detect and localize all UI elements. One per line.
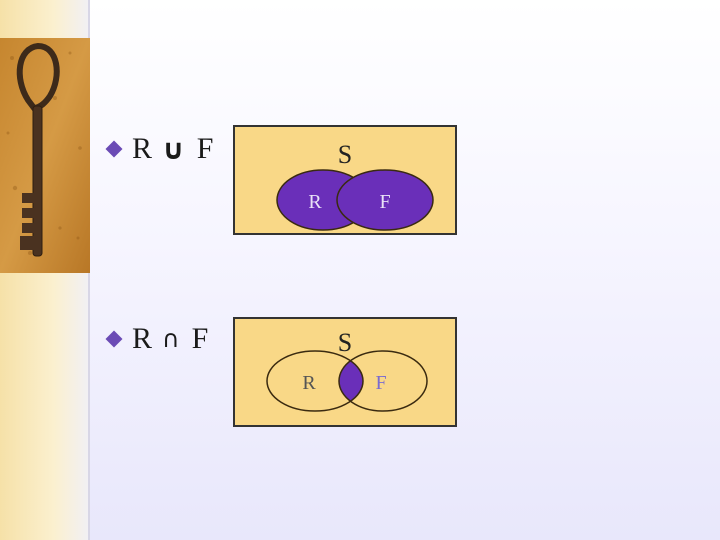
intersection-venn-svg: S R F [266,328,428,412]
slide-background [90,0,720,540]
union-set-f [336,169,434,231]
intersection-set-r-label: R [302,372,316,394]
diamond-icon [105,140,123,158]
intersection-venn-universe: S R F [233,317,457,427]
intersection-set-f-label: F [375,372,386,394]
intersection-set-f [338,350,428,412]
intersection-left-set: R [132,322,153,355]
union-set-r-label: R [308,191,322,213]
intersection-universe-label: S [338,328,352,357]
intersection-bullet-item: R ∩ F [102,322,208,356]
antique-key-image [0,38,90,273]
union-right-set: F [196,132,214,165]
intersection-operator: ∩ [162,325,180,353]
union-left-set: R [132,132,153,165]
diamond-icon [105,330,123,348]
union-operator: ∪ [162,132,185,166]
union-bullet-item: R ∪ F [102,132,213,166]
intersection-set-r [266,350,364,412]
union-venn-universe: S R F [233,125,457,235]
union-universe-label: S [338,140,352,169]
union-venn-svg: S R F [276,140,434,231]
intersection-right-set: F [191,322,209,355]
union-set-f-label: F [379,191,390,213]
